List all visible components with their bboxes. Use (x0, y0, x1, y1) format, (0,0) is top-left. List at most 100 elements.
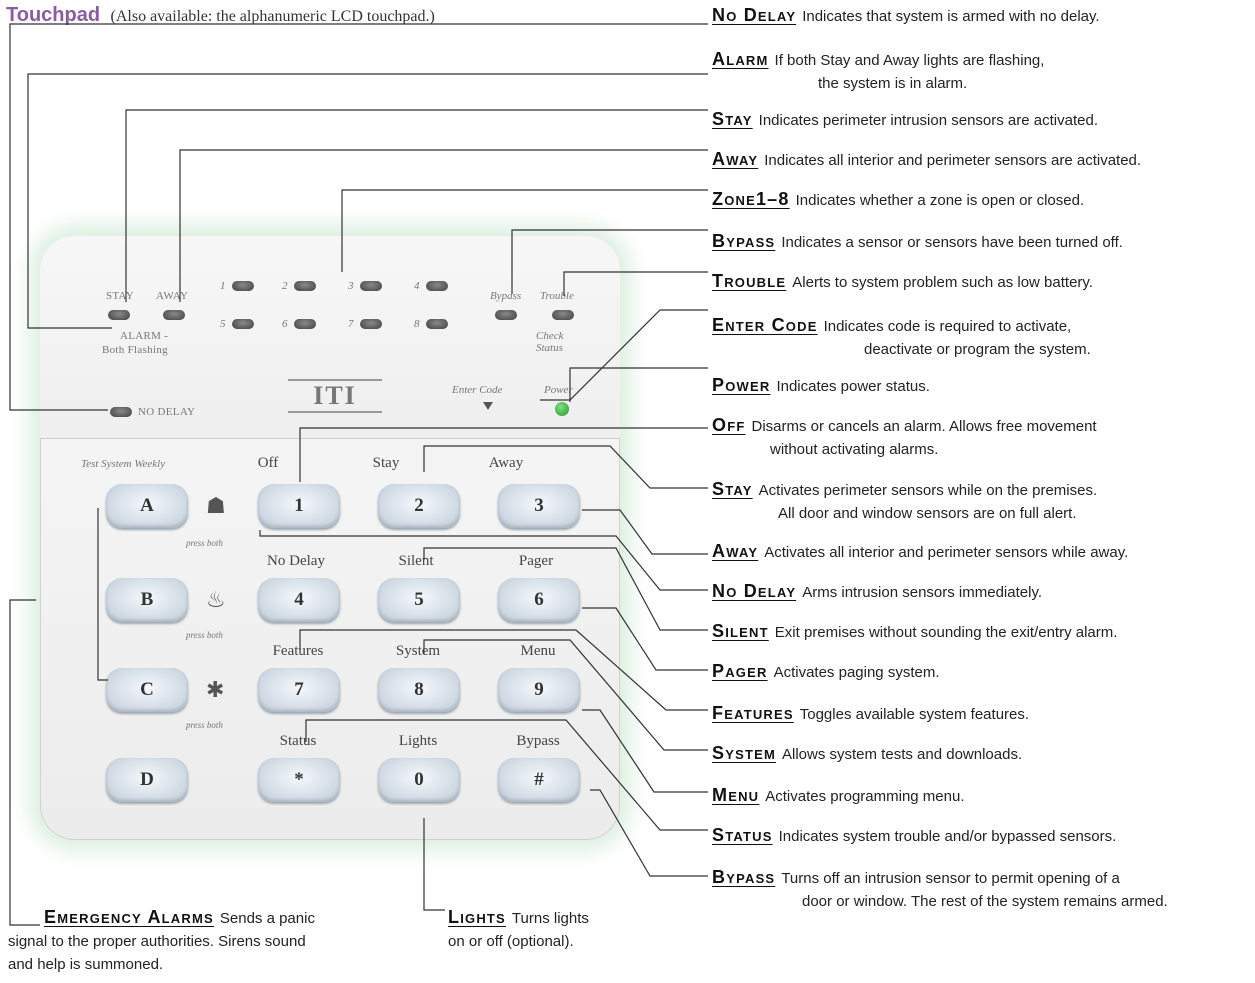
fire-icon: ♨ (206, 587, 226, 612)
leader-away-light (179, 149, 708, 302)
key-1[interactable]: 1 (258, 484, 340, 528)
callout-desc: Activates all interior and perimeter sen… (764, 544, 1129, 561)
zone-5-label: 5 (220, 318, 226, 330)
callout-name: Alarm (712, 49, 769, 69)
callout-stay-key: Stay Activates perimeter sensors while on… (712, 478, 1097, 525)
key-9[interactable]: 9 (498, 668, 580, 712)
press-both-label: press both (186, 538, 223, 548)
zone-2-label: 2 (282, 280, 288, 292)
system-caption: System (395, 643, 441, 659)
callout-name: System (712, 743, 776, 763)
zone-4-led (426, 281, 448, 291)
leader-off (299, 427, 708, 482)
page-title: Touchpad (Also available: the alphanumer… (6, 4, 435, 27)
zone-7-label: 7 (348, 318, 354, 330)
leader-zone (341, 189, 708, 272)
key-c[interactable]: C (106, 668, 188, 712)
callout-alarm: Alarm If both Stay and Away lights are fl… (712, 48, 1044, 95)
callout-trouble: Trouble Alerts to system problem such as … (712, 270, 1093, 294)
trouble-led-label: Trouble (540, 290, 574, 302)
leader-menu (582, 709, 708, 793)
callout-desc: Indicates system trouble and/or bypassed… (778, 828, 1117, 845)
zone-3-led (360, 281, 382, 291)
callout-desc: Turns off an intrusion sensor to permit … (781, 870, 1120, 887)
key-6[interactable]: 6 (498, 578, 580, 622)
callout-desc-2: All door and window sensors are on full … (778, 505, 1077, 522)
pager-caption: Pager (518, 553, 554, 569)
callout-desc: Indicates a sensor or sensors have been … (781, 234, 1123, 251)
stay-led-label: STAY (106, 290, 135, 302)
callout-name: Away (712, 149, 759, 169)
leader-pager (582, 607, 708, 671)
key-4[interactable]: 4 (258, 578, 340, 622)
check-label: Check (536, 330, 564, 342)
alarm-led-label: ALARM - (120, 330, 169, 342)
key-b[interactable]: B (106, 578, 188, 622)
callout-name: Stay (712, 479, 753, 499)
leader-bypass-key (590, 789, 708, 877)
press-both-label-3: press both (186, 720, 223, 730)
callout-name: Off (712, 415, 746, 435)
key-7[interactable]: 7 (258, 668, 340, 712)
bypass-caption: Bypass (516, 733, 560, 749)
callout-name: Trouble (712, 271, 787, 291)
callout-desc: Indicates code is required to activate, (823, 318, 1072, 335)
key-8[interactable]: 8 (378, 668, 460, 712)
callout-bypass-light: Bypass Indicates a sensor or sensors have… (712, 230, 1123, 254)
key-3[interactable]: 3 (498, 484, 580, 528)
callout-name: Silent (712, 621, 769, 641)
leader-status (305, 719, 708, 831)
callout-desc: Disarms or cancels an alarm. Allows free… (751, 418, 1097, 435)
callout-desc: Alerts to system problem such as low bat… (792, 274, 1093, 291)
callout-desc-2: deactivate or program the system. (864, 341, 1091, 358)
callout-name: Zone1–8 (712, 189, 790, 209)
callout-name: No Delay (712, 5, 797, 25)
callout-name: Features (712, 703, 794, 723)
callout-name: No Delay (712, 581, 797, 601)
key-star[interactable]: * (258, 758, 340, 802)
leader-bypass-light (511, 229, 708, 294)
away-led (163, 310, 185, 320)
silent-caption: Silent (398, 553, 434, 569)
away-caption: Away (488, 455, 524, 471)
press-both-label-2: press both (186, 630, 223, 640)
callout-desc-3: and help is summoned. (8, 956, 164, 973)
leader-emergency (9, 599, 40, 926)
callout-desc: Indicates perimeter intrusion sensors ar… (758, 112, 1098, 129)
callout-desc: Activates perimeter sensors while on the… (758, 482, 1098, 499)
leader-power (569, 367, 708, 402)
key-0[interactable]: 0 (378, 758, 460, 802)
stay-led (108, 310, 130, 320)
leader-emergency-a (97, 508, 108, 681)
callout-desc-2: on or off (optional). (448, 933, 574, 950)
callout-name: Bypass (712, 231, 776, 251)
key-hash[interactable]: # (498, 758, 580, 802)
police-icon: ☗ (206, 493, 226, 518)
zone-6-label: 6 (282, 318, 288, 330)
key-2[interactable]: 2 (378, 484, 460, 528)
no-delay-caption: No Delay (267, 553, 325, 569)
callout-stay-light: Stay Indicates perimeter intrusion sensor… (712, 108, 1098, 132)
trouble-led (552, 310, 574, 320)
key-5[interactable]: 5 (378, 578, 460, 622)
leader-trouble (563, 271, 708, 296)
key-a[interactable]: A (106, 484, 188, 528)
callout-desc: If both Stay and Away lights are flashin… (774, 52, 1045, 69)
zone-4-label: 4 (414, 280, 420, 292)
zone-1-label: 1 (220, 280, 226, 292)
enter-code-indicator-icon (483, 402, 493, 410)
callout-desc: Indicates power status. (776, 378, 930, 395)
callout-desc: Activates paging system. (773, 664, 940, 681)
callout-name: Stay (712, 109, 753, 129)
status-label: Status (536, 342, 563, 354)
title-subtitle: (Also available: the alphanumeric LCD to… (110, 8, 435, 25)
key-d[interactable]: D (106, 758, 188, 802)
